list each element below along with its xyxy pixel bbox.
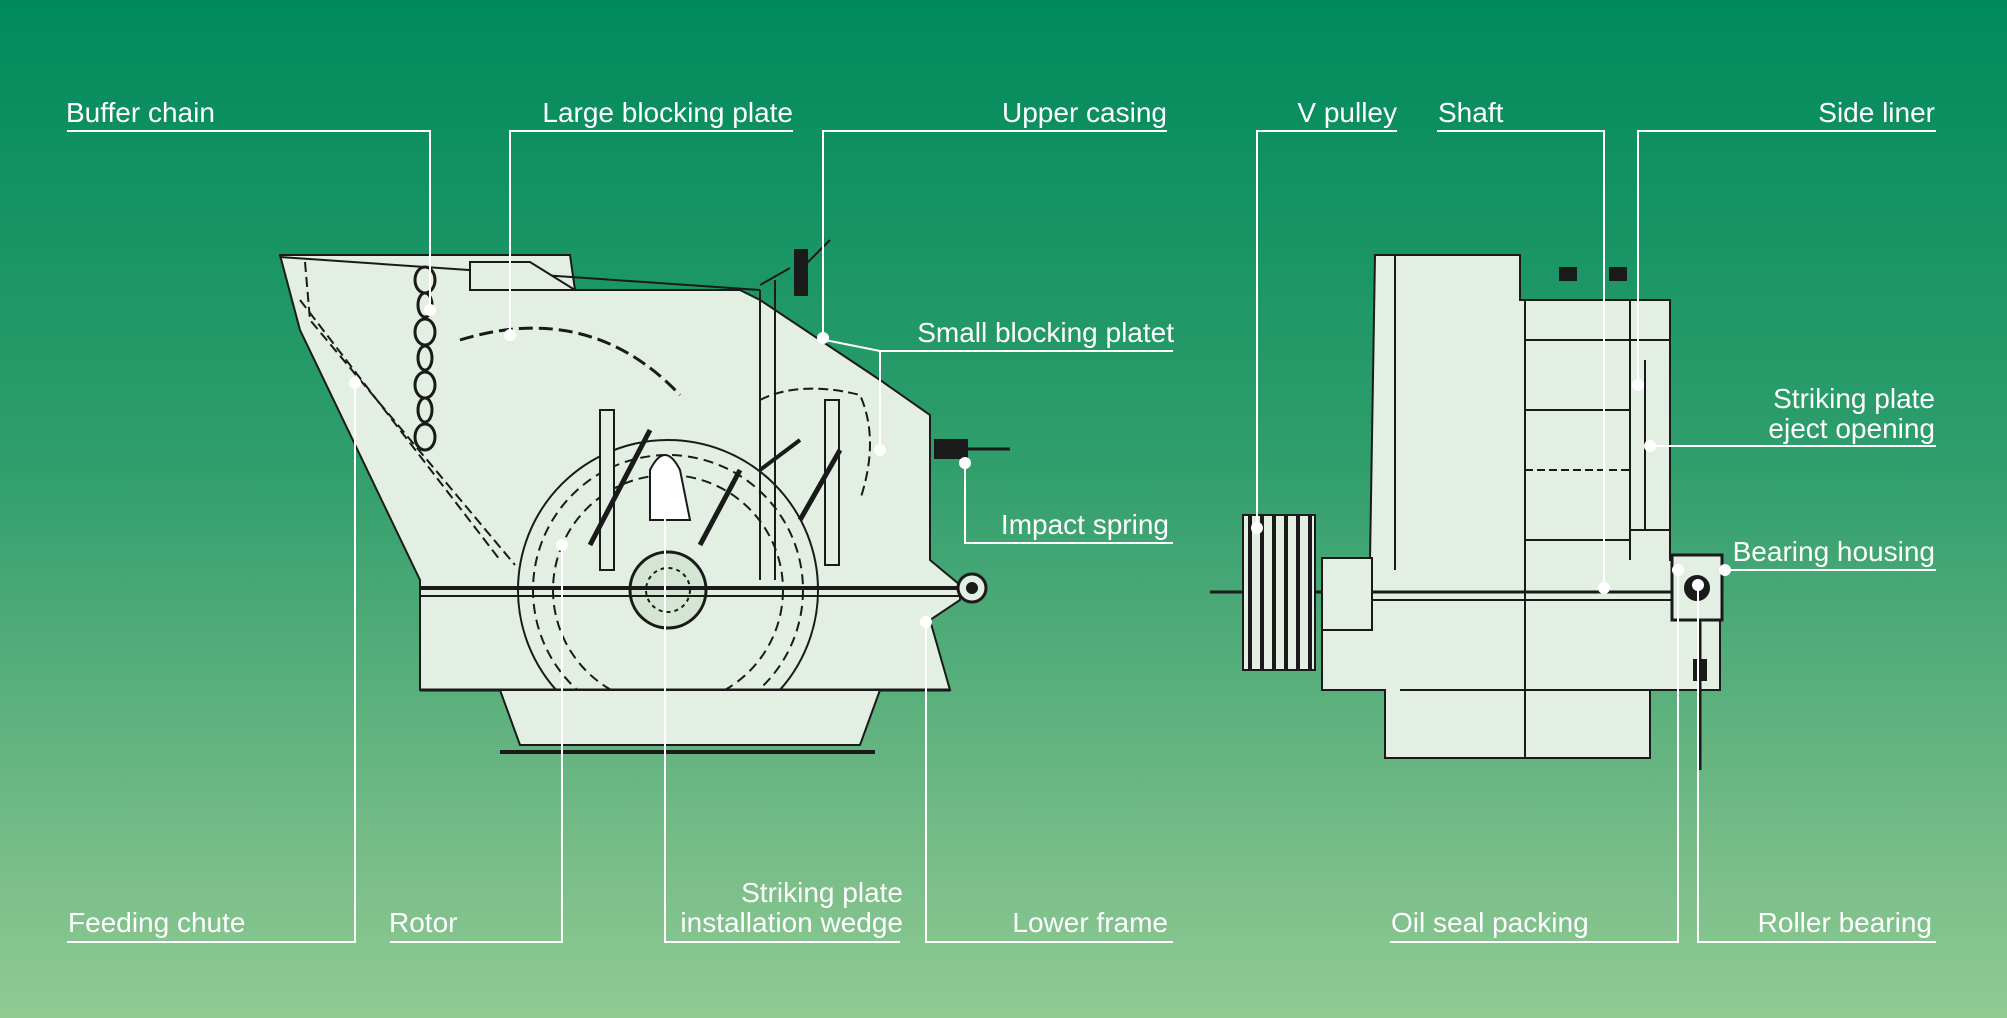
leader-large-blocking-plate xyxy=(509,130,793,335)
label-striking-plate-wedge-line2: installation wedge xyxy=(680,907,903,938)
dot-upper-casing xyxy=(817,332,829,344)
leader-lines xyxy=(67,130,1936,943)
dot-large-blocking-plate xyxy=(504,329,516,341)
dot-small-blocking-plate xyxy=(874,444,886,456)
leader-buffer-chain xyxy=(67,130,431,310)
dot-shaft xyxy=(1598,582,1610,594)
leader-lower-frame xyxy=(925,622,1173,943)
leader-side-liner xyxy=(1637,130,1936,385)
dot-bearing-housing xyxy=(1719,564,1731,576)
label-striking-plate-wedge-line1: Striking plate xyxy=(741,877,903,908)
label-side-liner: Side liner xyxy=(1818,97,1935,128)
label-v-pulley: V pulley xyxy=(1297,97,1397,128)
dot-rotor xyxy=(556,539,568,551)
label-striking-plate-eject-line2: eject opening xyxy=(1768,413,1935,444)
dot-lower-frame xyxy=(920,616,932,628)
label-shaft: Shaft xyxy=(1438,97,1504,128)
dot-striking-plate-wedge xyxy=(659,499,671,511)
leader-feeding-chute xyxy=(67,383,356,943)
label-roller-bearing: Roller bearing xyxy=(1757,907,1932,938)
leader-dots xyxy=(349,304,1731,628)
label-lower-frame: Lower frame xyxy=(1012,907,1168,938)
leader-roller-bearing xyxy=(1697,585,1936,943)
dot-side-liner xyxy=(1632,379,1644,391)
label-striking-plate-wedge: Striking plate installation wedge xyxy=(680,878,903,938)
dot-feeding-chute xyxy=(349,377,361,389)
dot-impact-spring xyxy=(959,457,971,469)
label-upper-casing: Upper casing xyxy=(1002,97,1167,128)
leader-striking-plate-wedge xyxy=(664,505,900,943)
label-feeding-chute: Feeding chute xyxy=(68,907,246,938)
label-impact-spring: Impact spring xyxy=(1000,509,1169,540)
dot-striking-plate-eject xyxy=(1644,440,1656,452)
label-rotor: Rotor xyxy=(389,907,458,938)
side-view-crusher xyxy=(1210,254,1724,770)
label-oil-seal-packing: Oil seal packing xyxy=(1391,907,1589,938)
label-striking-plate-eject: Striking plate eject opening xyxy=(1768,384,1935,444)
leader-impact-spring xyxy=(964,463,1173,544)
label-small-blocking-plate: Small blocking platet xyxy=(917,317,1174,348)
dot-v-pulley xyxy=(1251,522,1263,534)
dot-oil-seal-packing xyxy=(1672,564,1684,576)
leader-v-pulley xyxy=(1256,130,1397,528)
leader-shaft xyxy=(1437,130,1605,588)
leader-small-blocking-plate-2 xyxy=(824,339,881,352)
label-bearing-housing: Bearing housing xyxy=(1732,536,1935,567)
label-striking-plate-eject-line1: Striking plate xyxy=(1773,383,1935,414)
leader-upper-casing xyxy=(822,130,1167,338)
leader-oil-seal-packing xyxy=(1390,570,1679,943)
front-view-crusher xyxy=(278,239,1010,754)
dot-buffer-chain xyxy=(424,304,436,316)
label-buffer-chain: Buffer chain xyxy=(66,97,215,128)
leader-rotor xyxy=(390,545,563,943)
label-large-blocking-plate: Large blocking plate xyxy=(542,97,793,128)
dot-roller-bearing xyxy=(1692,579,1704,591)
